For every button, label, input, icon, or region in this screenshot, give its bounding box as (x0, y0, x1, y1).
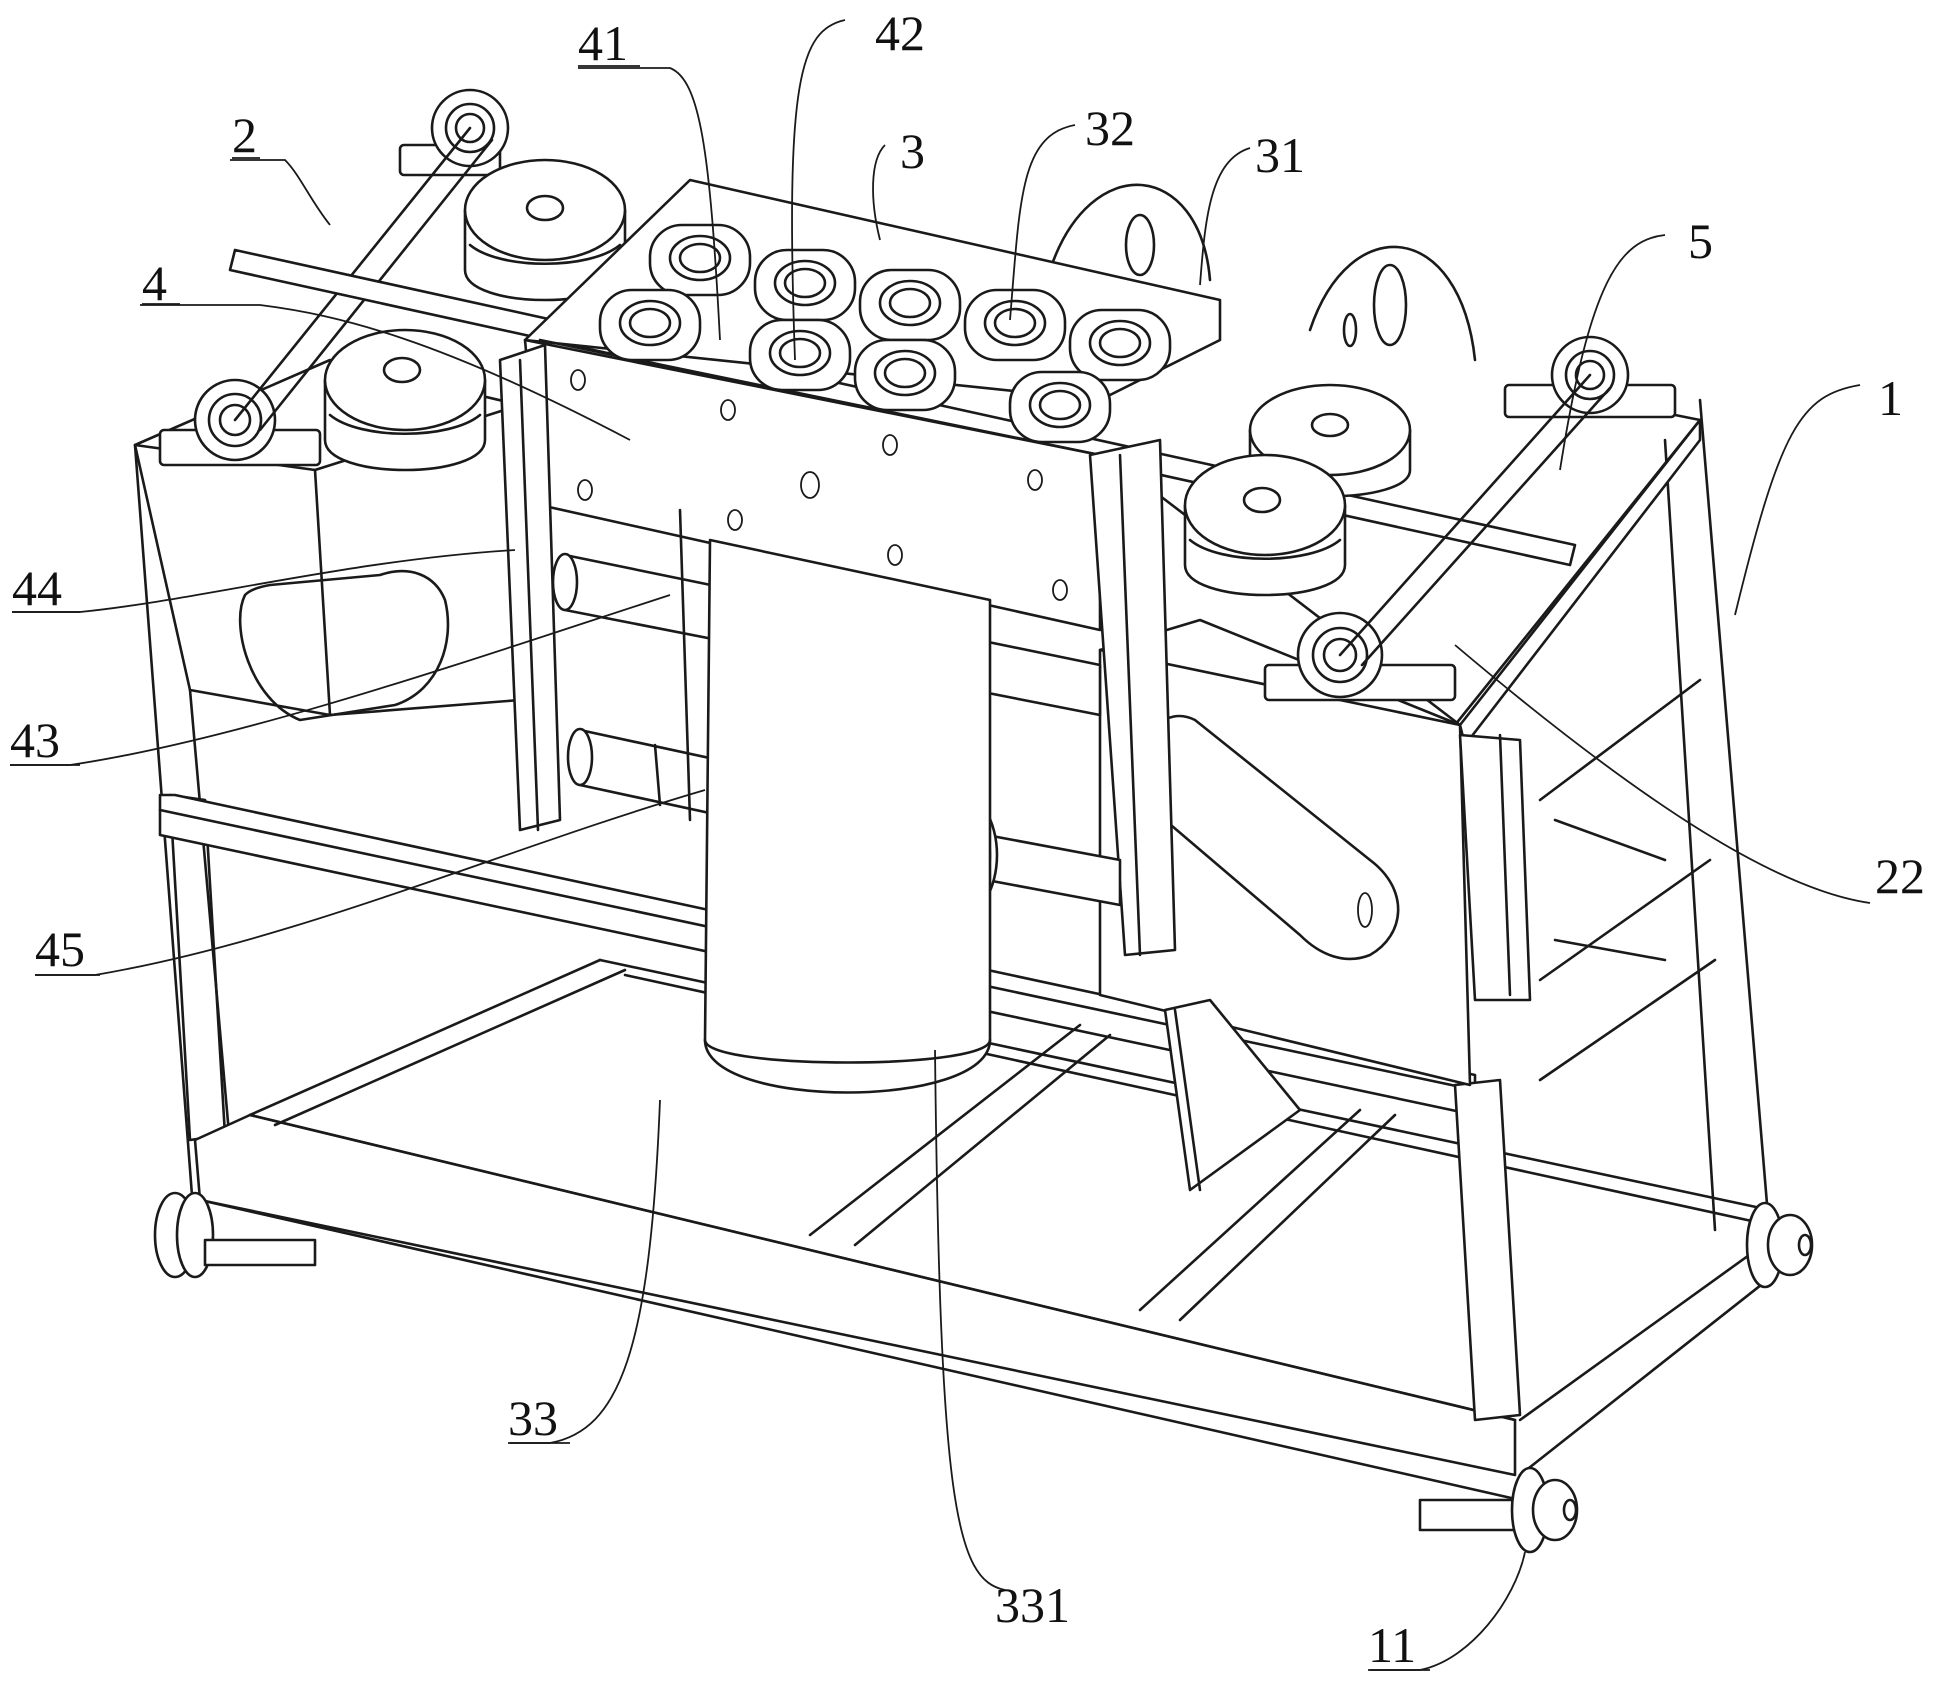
support-fin (1163, 998, 1302, 1192)
label-42: 42 (875, 5, 925, 61)
pillow-block-bearings (158, 88, 1677, 702)
label-43: 43 (10, 712, 60, 768)
frame-left-opening (238, 569, 450, 722)
roller-front-right (1183, 453, 1347, 597)
frame-right-top (1458, 418, 1702, 747)
label-331: 331 (995, 1577, 1070, 1633)
casters (153, 1191, 1814, 1554)
label-44: 44 (12, 560, 62, 616)
shaft-left (233, 126, 472, 422)
roller-mid-left (323, 328, 487, 472)
leader-43 (10, 594, 671, 766)
motor (678, 508, 992, 1094)
bolt-holes (570, 369, 1068, 601)
caster-left (153, 1191, 317, 1279)
label-41: 41 (578, 15, 628, 71)
leader-42 (791, 19, 846, 361)
label-4: 4 (142, 255, 167, 311)
leader-31 (1199, 147, 1251, 286)
leader-22 (1454, 644, 1871, 904)
leader-5 (1559, 234, 1666, 471)
leader-33 (510, 1099, 661, 1444)
label-31: 31 (1255, 127, 1305, 183)
frame-leg-front-right (1453, 1078, 1522, 1422)
label-11: 11 (1368, 1617, 1416, 1673)
leader-32 (1009, 124, 1076, 321)
leader-41 (578, 67, 721, 341)
guide-rollers (323, 158, 1412, 597)
leader-1 (1734, 384, 1861, 616)
bearing-front-right (1263, 611, 1457, 702)
leader-4 (140, 304, 631, 441)
roller-row-top (648, 223, 1172, 382)
right-side-plate (1098, 618, 1532, 1087)
label-2: 2 (232, 107, 257, 163)
frame-bottom-front-rail (193, 1113, 1517, 1477)
caster-right-front (1418, 1466, 1579, 1554)
vertical-wheels (1048, 183, 1477, 362)
roller-top-left (463, 158, 627, 302)
straightening-rollers (598, 223, 1172, 444)
leader-11 (1370, 1551, 1526, 1671)
bearing-mid-left (158, 378, 322, 467)
bearing-top-left (398, 88, 510, 177)
leader-331 (934, 1049, 1006, 1591)
roller-row-bottom (598, 288, 1112, 444)
caster-right-back (1745, 1201, 1814, 1289)
label-3: 3 (900, 123, 925, 179)
label-22: 22 (1875, 848, 1925, 904)
label-33: 33 (508, 1390, 558, 1446)
bearing-top-right (1503, 335, 1677, 419)
label-45: 45 (35, 921, 85, 977)
label-1: 1 (1878, 370, 1903, 426)
label-5: 5 (1688, 213, 1713, 269)
leader-3 (872, 144, 886, 241)
leader-44 (12, 549, 516, 613)
label-32: 32 (1085, 100, 1135, 156)
leader-lines (10, 19, 1871, 1671)
leader-45 (35, 789, 706, 976)
reference-labels: 42 41 3 32 31 2 4 5 1 44 43 22 45 33 331… (10, 5, 1925, 1673)
leader-2 (230, 159, 331, 226)
